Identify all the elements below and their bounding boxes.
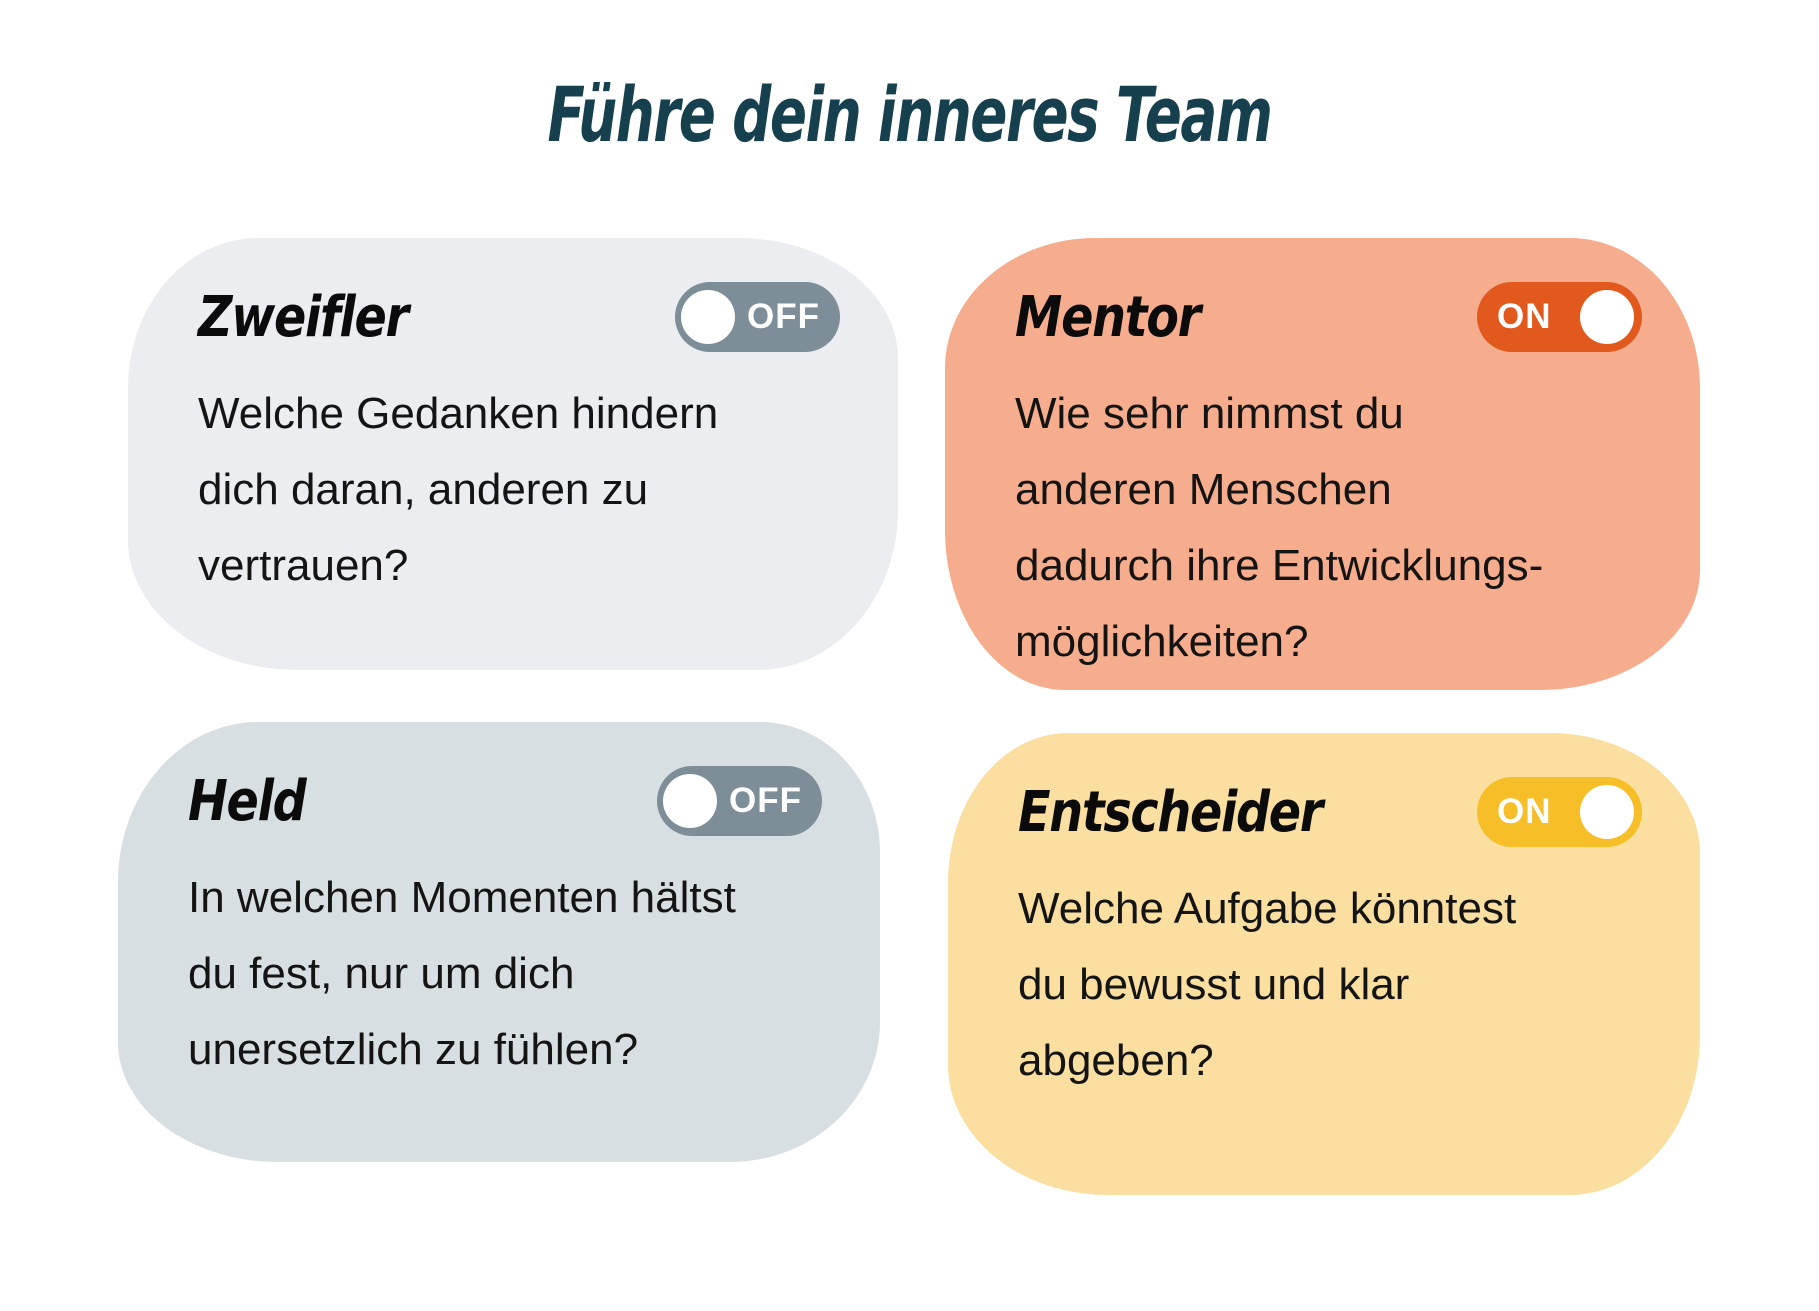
toggle-knob bbox=[1580, 785, 1634, 839]
card-entscheider: Entscheider ON Welche Aufgabe könntest d… bbox=[948, 733, 1700, 1195]
page-title: Führe dein inneres Team bbox=[547, 70, 1273, 159]
toggle-knob bbox=[681, 290, 736, 344]
toggle-knob bbox=[663, 774, 718, 828]
card-body: Welche Aufgabe könntest du bewusst und k… bbox=[1018, 871, 1642, 1099]
toggle-entscheider[interactable]: ON bbox=[1477, 777, 1642, 847]
card-zweifler: Zweifler OFF Welche Gedanken hindern dic… bbox=[128, 238, 898, 670]
card-title-zweifler: Zweifler bbox=[198, 284, 409, 350]
card-body-line: Wie sehr nimmst du bbox=[1015, 389, 1404, 438]
card-body-line: dadurch ihre Entwicklungs- bbox=[1015, 541, 1544, 590]
toggle-knob bbox=[1580, 290, 1634, 344]
card-body-line: anderen Menschen bbox=[1015, 465, 1392, 514]
card-body-line: dich daran, anderen zu bbox=[198, 465, 649, 514]
card-body-line: vertrauen? bbox=[198, 541, 409, 590]
toggle-mentor[interactable]: ON bbox=[1477, 282, 1642, 352]
card-body-line: abgeben? bbox=[1018, 1036, 1214, 1085]
card-held: Held OFF In welchen Momenten hältst du f… bbox=[118, 722, 880, 1162]
toggle-state-label: OFF bbox=[747, 297, 820, 336]
card-header: Zweifler OFF bbox=[198, 280, 840, 354]
toggle-held[interactable]: OFF bbox=[657, 766, 822, 836]
card-body: Wie sehr nimmst du anderen Menschen dadu… bbox=[1015, 376, 1642, 680]
card-title-held: Held bbox=[188, 768, 307, 834]
toggle-state-label: ON bbox=[1497, 297, 1552, 336]
card-mentor: Mentor ON Wie sehr nimmst du anderen Men… bbox=[945, 238, 1700, 690]
toggle-zweifler[interactable]: OFF bbox=[675, 282, 840, 352]
card-header: Entscheider ON bbox=[1018, 775, 1642, 849]
card-body-line: unersetzlich zu fühlen? bbox=[188, 1025, 639, 1074]
card-body-line: Welche Aufgabe könntest bbox=[1018, 884, 1517, 933]
card-header: Held OFF bbox=[188, 764, 822, 838]
card-body: In welchen Momenten hältst du fest, nur … bbox=[188, 860, 822, 1088]
card-header: Mentor ON bbox=[1015, 280, 1642, 354]
toggle-state-label: ON bbox=[1497, 792, 1552, 831]
card-body-line: du bewusst und klar bbox=[1018, 960, 1410, 1009]
card-body: Welche Gedanken hindern dich daran, ande… bbox=[198, 376, 840, 604]
card-body-line: Welche Gedanken hindern bbox=[198, 389, 719, 438]
card-body-line: möglichkeiten? bbox=[1015, 617, 1309, 666]
card-title-mentor: Mentor bbox=[1015, 284, 1201, 350]
card-body-line: In welchen Momenten hältst bbox=[188, 873, 736, 922]
card-body-line: du fest, nur um dich bbox=[188, 949, 575, 998]
toggle-state-label: OFF bbox=[729, 781, 802, 820]
card-title-entscheider: Entscheider bbox=[1018, 779, 1323, 845]
